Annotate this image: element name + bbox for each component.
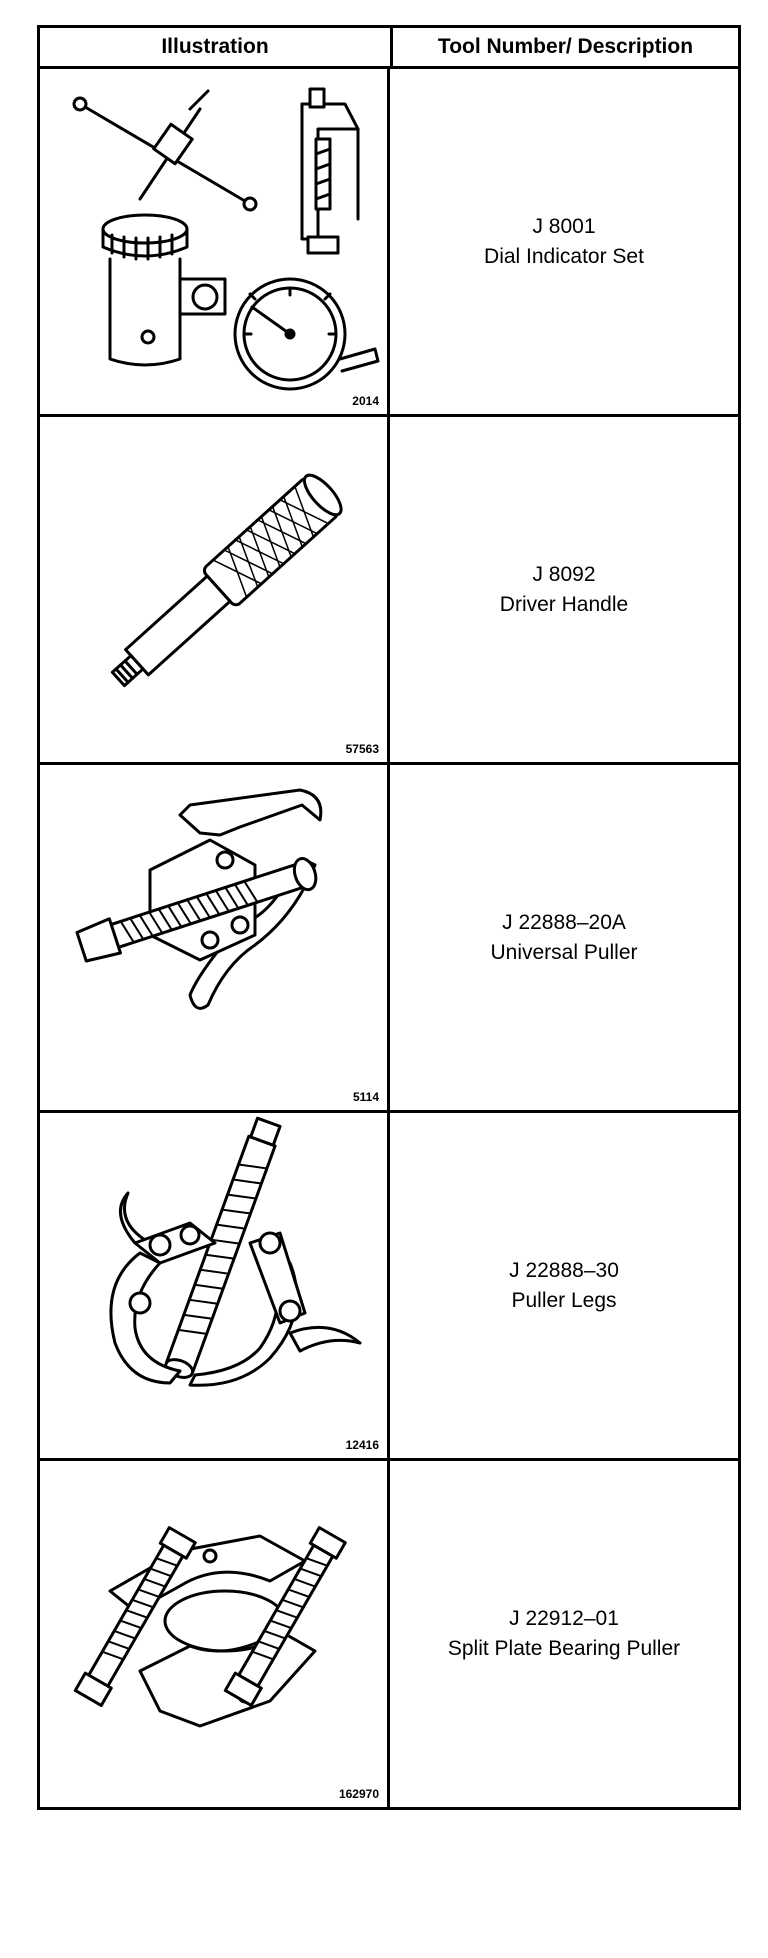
figure-number: 5114 bbox=[352, 1090, 379, 1104]
tool-description-cell: J 22888–20A Universal Puller bbox=[390, 765, 738, 1110]
tool-table: Illustration Tool Number/ Description bbox=[37, 25, 741, 1810]
dial-indicator-set-drawing bbox=[72, 87, 380, 391]
table-row: 57563 J 8092 Driver Handle bbox=[40, 417, 738, 765]
figure-number: 57563 bbox=[345, 742, 379, 756]
tool-description-cell: J 8092 Driver Handle bbox=[390, 417, 738, 762]
header-illustration: Illustration bbox=[40, 28, 393, 66]
tool-name: Dial Indicator Set bbox=[484, 244, 644, 268]
table-row: 2014 J 8001 Dial Indicator Set bbox=[40, 69, 738, 417]
table-row: 5114 J 22888–20A Universal Puller bbox=[40, 765, 738, 1113]
split-plate-bearing-puller-drawing bbox=[73, 1526, 347, 1728]
illustration-cell: 2014 bbox=[40, 69, 390, 414]
illustration-cell: 5114 bbox=[40, 765, 390, 1110]
tool-number: J 8001 bbox=[532, 214, 596, 238]
tool-number: J 22888–20A bbox=[502, 910, 626, 934]
tool-number: J 22912–01 bbox=[509, 1607, 619, 1630]
figure-number: 2014 bbox=[352, 394, 379, 408]
tool-description-cell: J 22888–30 Puller Legs bbox=[390, 1113, 738, 1458]
tool-description-cell: J 22912–01 Split Plate Bearing Puller bbox=[390, 1461, 738, 1807]
puller-legs-drawing bbox=[109, 1116, 362, 1387]
illustration-cell: 57563 bbox=[40, 417, 390, 762]
figure-number: 12416 bbox=[345, 1438, 379, 1452]
table-row: 12416 J 22888–30 Puller Legs bbox=[40, 1113, 738, 1461]
universal-puller-drawing bbox=[75, 788, 323, 1010]
tool-name: Driver Handle bbox=[499, 592, 629, 616]
header-description: Tool Number/ Description bbox=[437, 35, 694, 58]
driver-handle-drawing bbox=[110, 473, 343, 688]
tool-name: Split Plate Bearing Puller bbox=[447, 1637, 681, 1660]
table-row: 162970 J 22912–01 Split Plate Bearing Pu… bbox=[40, 1461, 738, 1807]
tool-description-cell: J 8001 Dial Indicator Set bbox=[390, 69, 738, 414]
tool-name: Puller Legs bbox=[511, 1288, 617, 1312]
table-header: Illustration Tool Number/ Description bbox=[40, 28, 738, 69]
tool-name: Universal Puller bbox=[490, 940, 638, 964]
tool-number: J 22888–30 bbox=[509, 1258, 619, 1282]
figure-number: 162970 bbox=[338, 1787, 379, 1801]
illustration-cell: 12416 bbox=[40, 1113, 390, 1458]
illustration-cell: 162970 bbox=[40, 1461, 390, 1807]
tool-number: J 8092 bbox=[532, 562, 596, 586]
